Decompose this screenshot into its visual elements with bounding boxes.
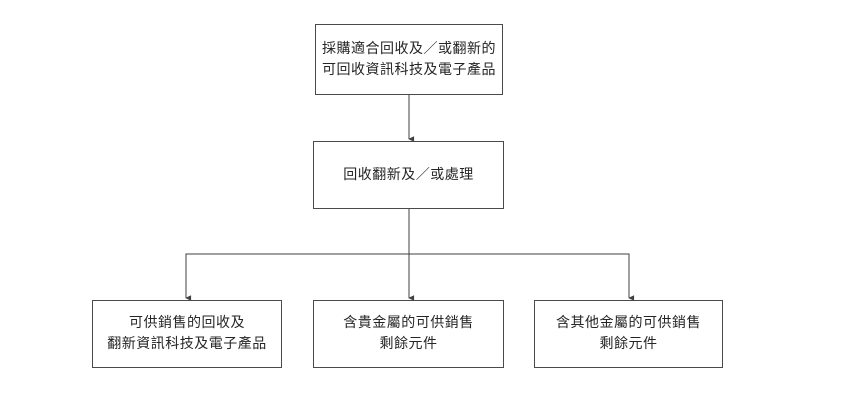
flow-box-text-line: 可回收資訊科技及電子產品 — [322, 61, 496, 78]
flow-box-text-line: 剩餘元件 — [379, 336, 438, 352]
flow-box-text-line: 回收翻新及／或處理 — [343, 166, 474, 183]
flow-box-text-line: 採購適合回收及／或翻新的 — [322, 40, 496, 57]
flow-box-other-metal-components: 含其他金屬的可供銷售 剩餘元件 — [534, 300, 723, 368]
flow-box-text-line: 剩餘元件 — [599, 336, 658, 352]
flow-box-text-line: 可供銷售的回收及 — [129, 315, 245, 331]
flow-box-text-line: 翻新資訊科技及電子產品 — [107, 336, 267, 352]
flow-box-saleable-it-products: 可供銷售的回收及 翻新資訊科技及電子產品 — [92, 300, 282, 368]
flow-box-precious-metal-components: 含貴金屬的可供銷售 剩餘元件 — [313, 300, 504, 368]
flow-box-text-line: 含其他金屬的可供銷售 — [556, 315, 701, 331]
flow-box-refurbish-process: 回收翻新及／或處理 — [313, 141, 504, 209]
flow-box-text-line: 含貴金屬的可供銷售 — [343, 315, 474, 331]
flow-box-procurement: 採購適合回收及／或翻新的 可回收資訊科技及電子產品 — [315, 24, 503, 95]
